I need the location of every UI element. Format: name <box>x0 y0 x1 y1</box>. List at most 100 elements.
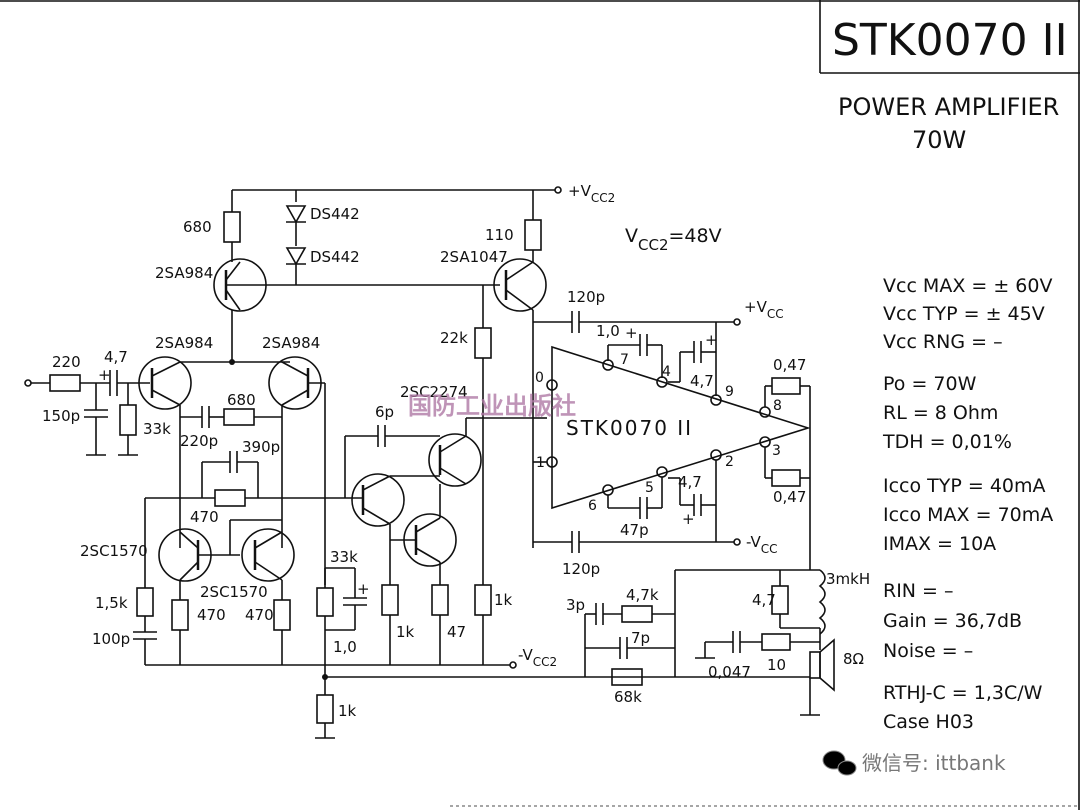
spec-icco-typ: Icco TYP = 40mA <box>883 475 1046 497</box>
spec-gain: Gain = 36,7dB <box>883 610 1022 632</box>
vcc-label: +VCC <box>744 298 784 321</box>
resistor-470-mid <box>214 489 246 507</box>
wire <box>415 547 441 563</box>
label-1k-b: 1k <box>494 591 513 609</box>
label-470-mid: 470 <box>190 508 219 526</box>
label-0-47-b: 0,47 <box>773 488 806 506</box>
inductor-3mkh <box>818 569 826 635</box>
footer-text: 微信号: ittbank <box>862 751 1006 775</box>
wire <box>362 507 391 525</box>
label-1k-a: 1k <box>396 623 415 641</box>
vcc2-neg-terminal <box>509 661 517 669</box>
transistor-driver <box>351 473 405 527</box>
resistor-220 <box>49 374 81 392</box>
label-120p-bot: 120p <box>562 560 600 578</box>
label-0-047: 0,047 <box>708 663 751 681</box>
input-terminal[interactable] <box>24 379 32 387</box>
vcc2-label: +VCC2 <box>568 182 615 205</box>
resistor-68k <box>611 668 643 686</box>
ic-label: STK0070 II <box>566 416 693 440</box>
label-1-0-top: 1,0 <box>596 322 620 340</box>
resistor-1k-b <box>474 584 492 616</box>
label-2sc2274: 2SC2274 <box>400 383 468 401</box>
label-1-0-low: 1,0 <box>333 638 357 656</box>
label-22k: 22k <box>440 329 468 347</box>
label-680-top: 680 <box>183 218 212 236</box>
resistor-10 <box>761 633 791 651</box>
spec-imax: IMAX = 10A <box>883 533 996 555</box>
vcc-terminal <box>733 318 741 326</box>
label-3p: 3p <box>566 596 585 614</box>
wire <box>151 389 181 406</box>
part-number: STK0070 II <box>832 15 1068 66</box>
wire <box>505 289 534 311</box>
wire <box>179 531 199 549</box>
label-10: 10 <box>767 656 786 674</box>
speaker-cone <box>819 638 835 692</box>
label-ds442-1: DS442 <box>310 205 360 223</box>
resistor-1k-a <box>381 584 399 616</box>
wire <box>415 517 441 533</box>
label-2sa984-left: 2SA984 <box>155 334 213 352</box>
wire <box>281 361 309 377</box>
label-47p: 47p <box>620 521 649 539</box>
label-0-47-a: 0,47 <box>773 356 806 374</box>
label-2sa984-right: 2SA984 <box>262 334 320 352</box>
label-1k-bottom: 1k <box>338 702 357 720</box>
resistor-0-47-b <box>771 469 801 487</box>
label-7p: 7p <box>631 629 650 647</box>
speaker <box>809 651 821 679</box>
pin-label-6: 6 <box>588 498 597 514</box>
pin-label-3: 3 <box>772 443 781 459</box>
spec-rl: RL = 8 Ohm <box>883 402 998 424</box>
resistor-22k <box>474 327 492 359</box>
wire <box>439 467 467 485</box>
label-4-7-out: 4,7 <box>752 591 776 609</box>
label-4-7-top: 4,7 <box>690 372 714 390</box>
vcc2-neg-label: -VCC2 <box>518 646 557 669</box>
pin-label-4: 4 <box>662 364 671 380</box>
resistor-680-top <box>223 211 241 243</box>
pin-label-0: 0 <box>535 370 544 386</box>
resistor-1k-bottom <box>316 694 334 724</box>
label-6p: 6p <box>375 403 394 421</box>
resistor-680-mid <box>223 408 255 426</box>
label-33k-in: 33k <box>143 420 171 438</box>
label-150p: 150p <box>42 407 80 425</box>
label-33k-low: 33k <box>330 548 358 566</box>
wire <box>254 561 283 581</box>
pin-0 <box>546 379 558 391</box>
wire <box>362 475 391 491</box>
label-47: 47 <box>447 623 466 641</box>
label-2sa984-top: 2SA984 <box>155 264 213 282</box>
resistor-1-5k <box>136 587 154 617</box>
label-110: 110 <box>485 226 514 244</box>
label-8ohm: 8Ω <box>843 650 864 668</box>
label-4-7-in: 4,7 <box>104 348 128 366</box>
wechat-icon <box>822 750 857 776</box>
transistor-2sc2274-top <box>428 433 482 487</box>
label-220: 220 <box>52 353 81 371</box>
wire <box>225 289 241 311</box>
plus-sign: + <box>705 331 718 349</box>
wire <box>254 531 283 549</box>
label-2sc1570-left: 2SC1570 <box>80 542 148 560</box>
label-390p: 390p <box>242 438 280 456</box>
resistor-470-right <box>273 599 291 631</box>
power-rating: 70W <box>912 126 966 154</box>
label-68k: 68k <box>614 688 642 706</box>
pin-8 <box>759 406 771 418</box>
label-470-left: 470 <box>197 606 226 624</box>
resistor-4-7k <box>621 605 653 623</box>
label-1-5k: 1,5k <box>95 594 128 612</box>
wire <box>225 261 241 281</box>
wire <box>281 389 309 406</box>
pin-label-1: 1 <box>536 455 545 471</box>
pin-label-9: 9 <box>725 384 734 400</box>
spec-tdh: TDH = 0,01% <box>882 431 1012 453</box>
label-4-7k: 4,7k <box>626 586 659 604</box>
pin-label-5: 5 <box>645 480 654 496</box>
resistor-47 <box>431 584 449 616</box>
plus-sign: + <box>357 580 370 598</box>
